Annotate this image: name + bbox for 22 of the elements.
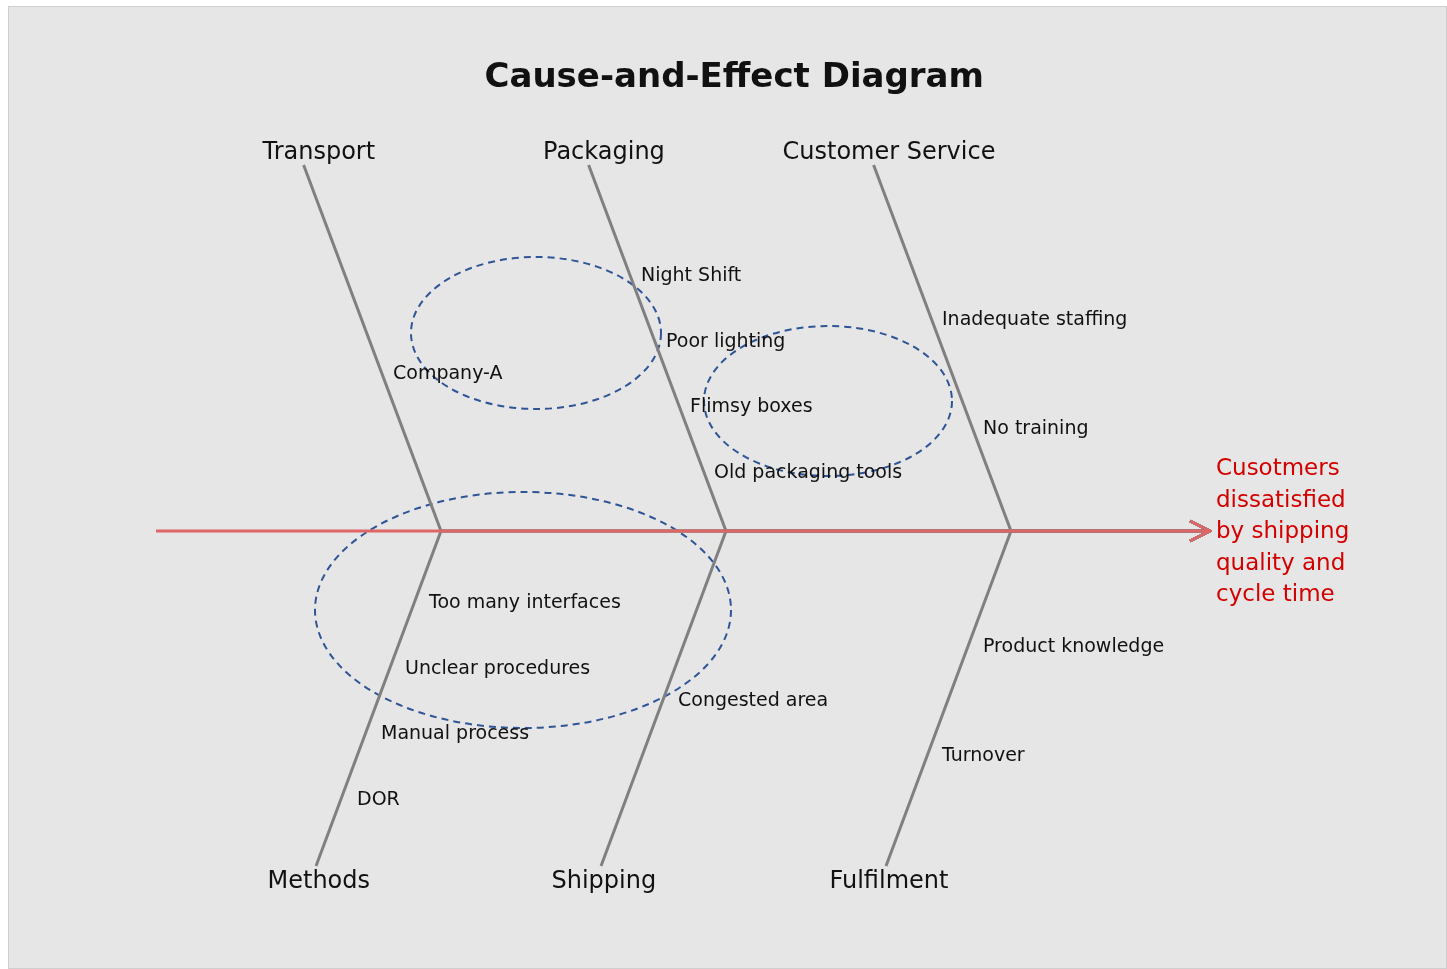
cause-label: Manual process <box>381 721 530 743</box>
cause-label: Company-A <box>393 361 503 383</box>
cause-label: Unclear procedures <box>405 656 591 678</box>
cause-label: Too many interfaces <box>429 590 621 612</box>
category-label: Customer Service <box>782 137 996 165</box>
diagram-title: Cause-and-Effect Diagram <box>484 55 984 95</box>
category-label: Methods <box>267 866 370 894</box>
cause-label: Inadequate staffing <box>942 307 1128 329</box>
cause-label: Poor lighting <box>666 329 786 351</box>
effect-label: Cusotmers dissatisfied by shipping quality and cycle time <box>1216 452 1366 610</box>
category-label: Transport <box>262 137 376 165</box>
category-label: Packaging <box>543 137 665 165</box>
cause-label: Flimsy boxes <box>690 394 813 416</box>
category-label: Shipping <box>551 866 657 894</box>
cause-label: Turnover <box>942 743 1025 765</box>
cause-label: Night Shift <box>641 263 742 285</box>
category-label: Fulfilment <box>829 866 949 894</box>
spine-arrow <box>156 519 1212 543</box>
cause-label: DOR <box>357 787 400 809</box>
cause-label: Product knowledge <box>983 634 1165 656</box>
cause-label: No training <box>983 416 1089 438</box>
cause-label: Congested area <box>678 688 829 710</box>
